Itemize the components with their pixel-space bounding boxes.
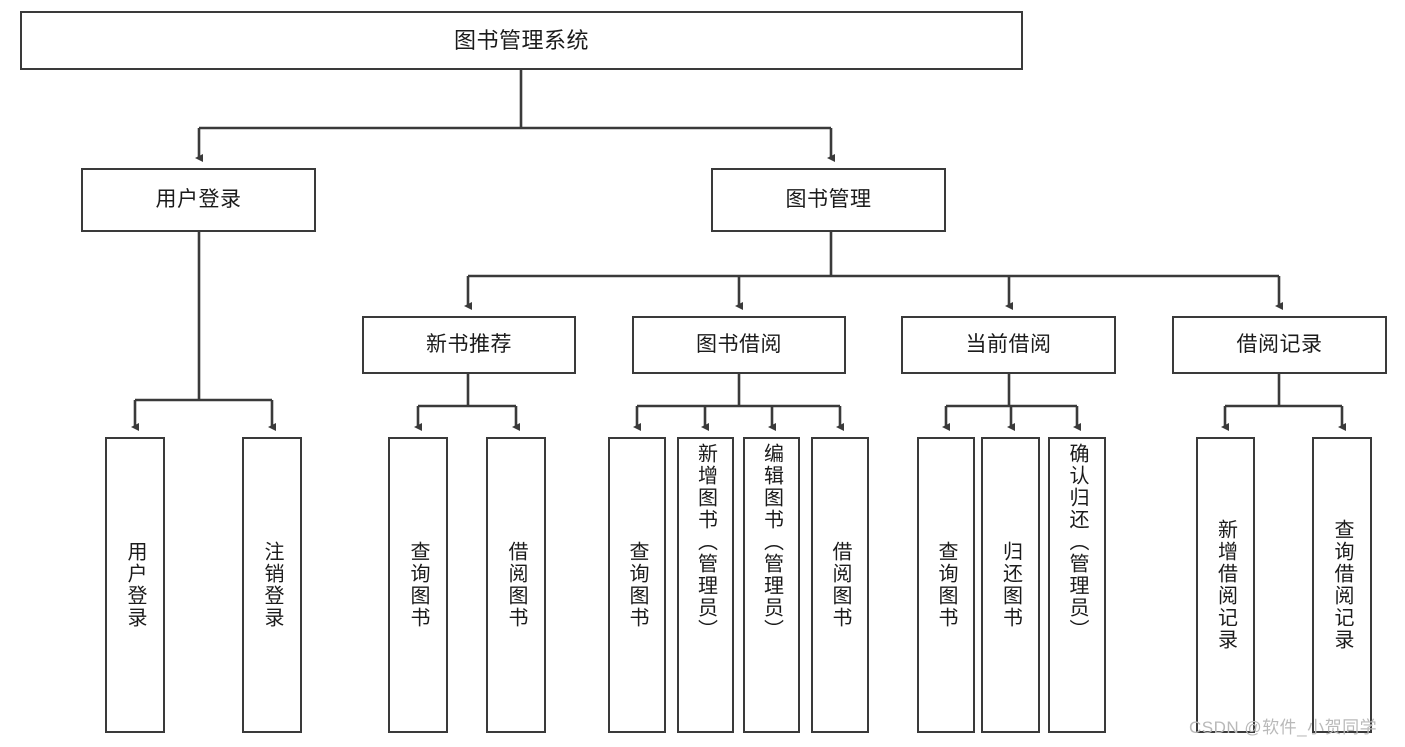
node-book-management[interactable]: 图书管理 <box>711 168 946 232</box>
node-label: 查询借阅记录 <box>1331 519 1353 651</box>
node-label: 查询图书 <box>626 541 648 629</box>
leaf-new-book-query-book[interactable]: 查询图书 <box>388 437 448 733</box>
node-label: 查询图书 <box>935 541 957 629</box>
leaf-current-query-book[interactable]: 查询图书 <box>917 437 975 733</box>
node-label: 编辑图书（管理员） <box>760 443 783 641</box>
leaf-borrow-query-book[interactable]: 查询图书 <box>608 437 666 733</box>
node-label: 图书管理 <box>785 187 872 211</box>
node-label: 当前借阅 <box>965 332 1052 356</box>
node-label: 用户登录 <box>124 541 146 629</box>
node-label: 新书推荐 <box>426 332 512 356</box>
leaf-current-return-book[interactable]: 归还图书 <box>981 437 1040 733</box>
leaf-borrow-borrow-book[interactable]: 借阅图书 <box>811 437 869 733</box>
leaf-new-book-borrow-book[interactable]: 借阅图书 <box>486 437 546 733</box>
node-label: 新增借阅记录 <box>1214 519 1237 651</box>
node-label: 图书借阅 <box>696 332 782 356</box>
node-borrow-record[interactable]: 借阅记录 <box>1172 316 1387 374</box>
node-label: 查询图书 <box>407 541 429 629</box>
leaf-logout[interactable]: 注销登录 <box>242 437 302 733</box>
node-label: 归还图书 <box>999 541 1022 629</box>
node-label: 图书管理系统 <box>453 27 589 53</box>
leaf-record-query-borrow-record[interactable]: 查询借阅记录 <box>1312 437 1372 733</box>
leaf-current-confirm-return-admin[interactable]: 确认归还（管理员） <box>1048 437 1106 733</box>
node-label: 借阅记录 <box>1236 332 1323 356</box>
leaf-borrow-add-book-admin[interactable]: 新增图书（管理员） <box>677 437 734 733</box>
node-new-book-recommendation[interactable]: 新书推荐 <box>362 316 576 374</box>
node-root-book-management-system[interactable]: 图书管理系统 <box>20 11 1023 70</box>
node-label: 借阅图书 <box>505 541 527 629</box>
node-user-login[interactable]: 用户登录 <box>81 168 316 232</box>
csdn-watermark: CSDN @软件_小贺同学 <box>1189 718 1378 737</box>
node-label: 借阅图书 <box>829 541 851 629</box>
node-book-borrow[interactable]: 图书借阅 <box>632 316 846 374</box>
node-label: 确认归还（管理员） <box>1066 443 1088 641</box>
node-label: 用户登录 <box>155 187 242 211</box>
node-current-borrow[interactable]: 当前借阅 <box>901 316 1116 374</box>
leaf-borrow-edit-book-admin[interactable]: 编辑图书（管理员） <box>743 437 800 733</box>
leaf-user-login[interactable]: 用户登录 <box>105 437 165 733</box>
node-label: 新增图书（管理员） <box>694 443 717 641</box>
node-label: 注销登录 <box>261 541 283 629</box>
leaf-record-add-borrow-record[interactable]: 新增借阅记录 <box>1196 437 1255 733</box>
